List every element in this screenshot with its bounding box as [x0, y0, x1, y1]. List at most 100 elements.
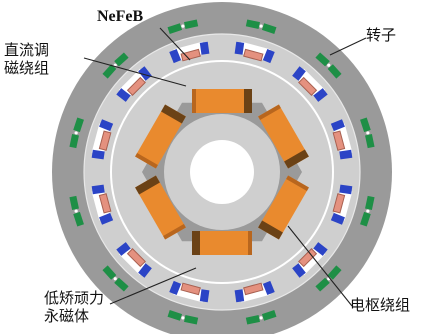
- ndfeb-magnet: [245, 19, 260, 29]
- dc-coil: [126, 248, 146, 268]
- armature-coil-end: [284, 149, 309, 169]
- armature-coil-body: [258, 104, 309, 169]
- armature-coil-body: [192, 231, 252, 255]
- low-coercivity-magnet: [330, 212, 345, 225]
- dc-coil: [98, 130, 112, 151]
- armature-coil: [258, 104, 309, 169]
- dc-coil: [98, 193, 112, 214]
- label-low-coercivity-magnet: 低矫顽力永磁体: [44, 289, 104, 325]
- rotor-edge: [83, 33, 361, 311]
- ndfeb-magnet: [167, 310, 183, 321]
- ndfeb-gap: [74, 209, 78, 213]
- dc-coil: [243, 282, 264, 296]
- low-coercivity-magnet: [116, 242, 131, 256]
- armature-coil-body: [135, 175, 186, 240]
- dc-coil: [180, 282, 201, 296]
- ndfeb-magnet: [167, 23, 183, 34]
- armature-coil: [192, 231, 252, 255]
- ndfeb-magnet: [261, 310, 277, 321]
- leader-armature: [287, 225, 353, 307]
- ndfeb-gap: [366, 131, 370, 135]
- ndfeb-gap: [327, 63, 331, 67]
- ndfeb-gap: [181, 24, 185, 28]
- ndfeb-magnet: [73, 211, 84, 227]
- low-coercivity-magnet: [138, 66, 152, 81]
- armature-coil-end: [258, 220, 283, 240]
- low-coercivity-magnet: [234, 41, 245, 55]
- armature-coil-edge: [258, 104, 281, 120]
- armature-coil-body: [258, 175, 309, 240]
- armature-coil: [258, 175, 309, 240]
- low-coercivity-magnet: [292, 66, 306, 81]
- ndfeb-gap: [113, 277, 117, 281]
- armature-coil-edge: [135, 153, 158, 169]
- armature-coil: [135, 175, 186, 240]
- dc-coil: [298, 76, 318, 96]
- low-coercivity-magnet: [262, 280, 275, 295]
- ndfeb-magnet: [261, 23, 277, 34]
- ndfeb-magnet: [365, 134, 375, 149]
- low-coercivity-magnet: [99, 119, 114, 132]
- armature-coil-end: [135, 175, 160, 195]
- armature-coil-end: [192, 231, 200, 255]
- armature-coil-edge: [286, 175, 309, 191]
- armature-coil-edge: [248, 231, 252, 255]
- armature-coil-body: [135, 104, 186, 169]
- armature-coil: [192, 89, 252, 113]
- armature-coil-body: [192, 89, 252, 113]
- low-coercivity-magnet: [199, 289, 210, 303]
- low-coercivity-magnet: [91, 184, 105, 195]
- low-coercivity-magnet: [138, 263, 152, 278]
- ndfeb-magnet: [360, 117, 371, 133]
- ndfeb-magnet: [315, 277, 330, 292]
- leader-rotor: [329, 37, 367, 56]
- low-coercivity-magnet: [169, 49, 182, 64]
- armature-coil-edge: [192, 89, 196, 113]
- low-coercivity-magnet: [339, 184, 353, 195]
- low-coercivity-magnet: [313, 88, 328, 102]
- dc-coil: [180, 48, 201, 62]
- low-coercivity-magnet: [169, 280, 182, 295]
- label-dc-coil: 直流调磁绕组: [4, 41, 49, 77]
- armature-coil-end: [244, 89, 252, 113]
- label-ndfeb: NeFeB: [97, 8, 144, 25]
- label-magnet-line-2: 永磁体: [44, 307, 90, 325]
- label-dc-coil-line-1: 直流调: [4, 41, 50, 59]
- ndfeb-magnet: [360, 211, 371, 227]
- armature-coil-end: [161, 104, 186, 124]
- ndfeb-magnet: [327, 265, 342, 280]
- dc-coil: [298, 248, 318, 268]
- ndfeb-magnet: [69, 195, 79, 210]
- ndfeb-magnet: [114, 52, 129, 67]
- low-coercivity-magnet: [339, 149, 353, 160]
- dc-coil: [126, 76, 146, 96]
- ndfeb-magnet: [315, 52, 330, 67]
- label-armature-winding: 电枢绕组: [350, 296, 411, 314]
- armature-coil: [135, 104, 186, 169]
- ndfeb-magnet: [184, 19, 199, 29]
- ndfeb-gap: [259, 316, 263, 320]
- leader-lines: [83, 27, 367, 307]
- ndfeb-magnet: [102, 265, 117, 280]
- label-rotor: 转子: [366, 26, 397, 44]
- armature-coil-edge: [163, 224, 186, 240]
- ndfeb-gap: [181, 316, 185, 320]
- label-dc-coil-line-2: 磁绕组: [4, 59, 50, 77]
- low-coercivity-magnet: [234, 289, 245, 303]
- label-magnet-line-1: 低矫顽力: [44, 289, 105, 307]
- dc-coil: [332, 130, 346, 151]
- low-coercivity-magnet: [292, 263, 306, 278]
- leader-magnet: [109, 267, 197, 305]
- low-coercivity-magnet: [91, 149, 105, 160]
- ndfeb-magnet: [102, 64, 117, 79]
- low-coercivity-magnet: [330, 119, 345, 132]
- ndfeb-magnet: [114, 277, 129, 292]
- machine: [52, 2, 392, 334]
- shaft-bore: [190, 140, 254, 204]
- low-coercivity-magnet: [116, 88, 131, 102]
- dc-coil: [332, 193, 346, 214]
- dc-coil: [243, 48, 264, 62]
- ndfeb-magnet: [73, 117, 84, 133]
- ndfeb-gap: [259, 24, 263, 28]
